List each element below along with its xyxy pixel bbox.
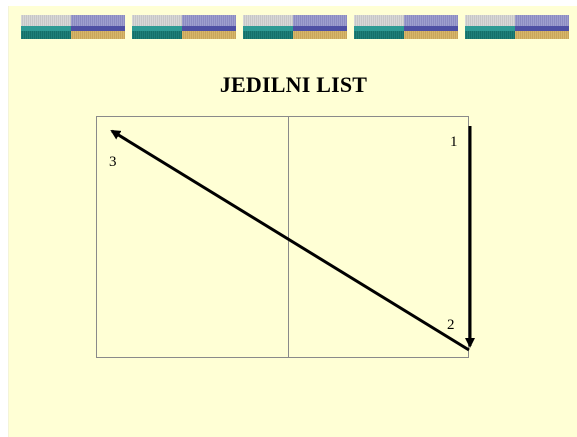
step-label-1: 1 (450, 134, 458, 150)
banner-block (354, 15, 458, 39)
arrow-step-2-to-3 (110, 129, 470, 352)
menu-reading-diagram: 1 2 3 (96, 116, 475, 358)
banner-block (21, 15, 125, 39)
banner-block (465, 15, 569, 39)
banner-block (243, 15, 347, 39)
banner-block (132, 15, 236, 39)
slide-title: JEDILNI LIST (219, 72, 368, 97)
step-label-2: 2 (447, 317, 455, 333)
step-label-3: 3 (109, 154, 117, 170)
decorative-banner (21, 15, 571, 39)
slide: JEDILNI LIST 1 2 3 (8, 6, 577, 437)
